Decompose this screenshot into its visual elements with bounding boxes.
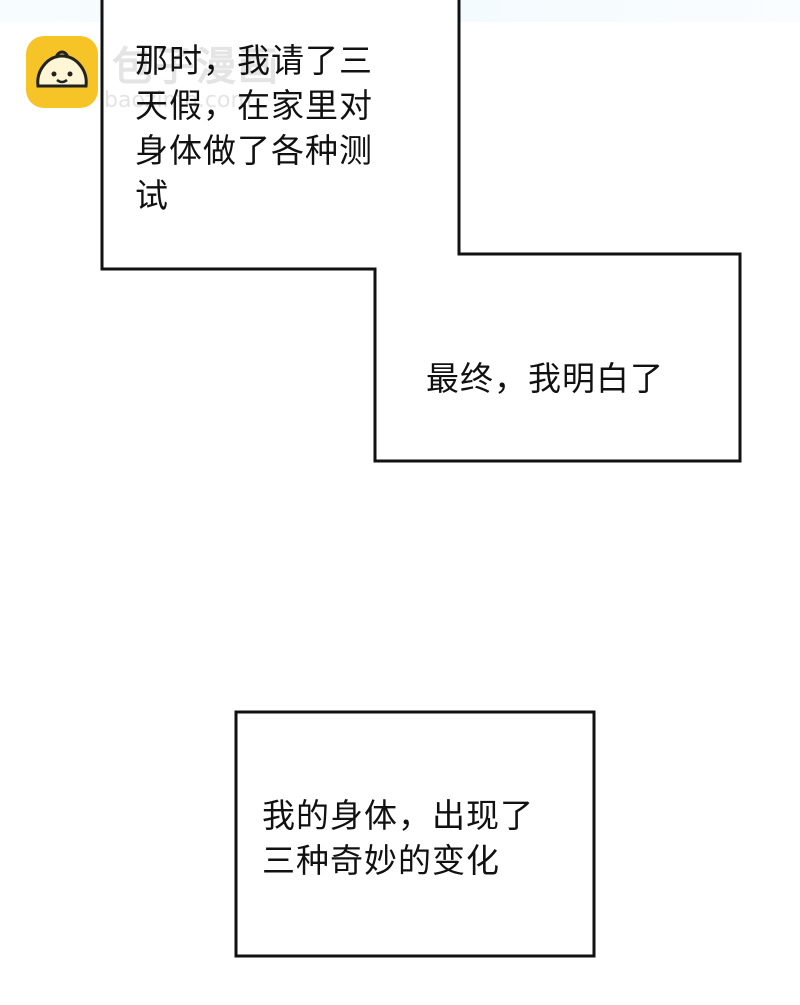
caption-panel-1: 那时，我请了三 天假，在家里对 身体做了各种测 试 [135,41,373,215]
bottom-caption-frame [234,710,596,958]
caption-panel-2: 最终，我明白了 [426,359,664,398]
watermark-brand: 包子漫画 [112,44,280,90]
caption-panel-3: 我的身体，出现了 三种奇妙的变化 [262,796,534,880]
watermark-site: baozimh.com [104,88,252,113]
stepped-caption-frame [100,0,742,463]
bun-mascot-icon [26,36,98,108]
watermark: 包子漫画 baozimh.com [26,36,326,113]
